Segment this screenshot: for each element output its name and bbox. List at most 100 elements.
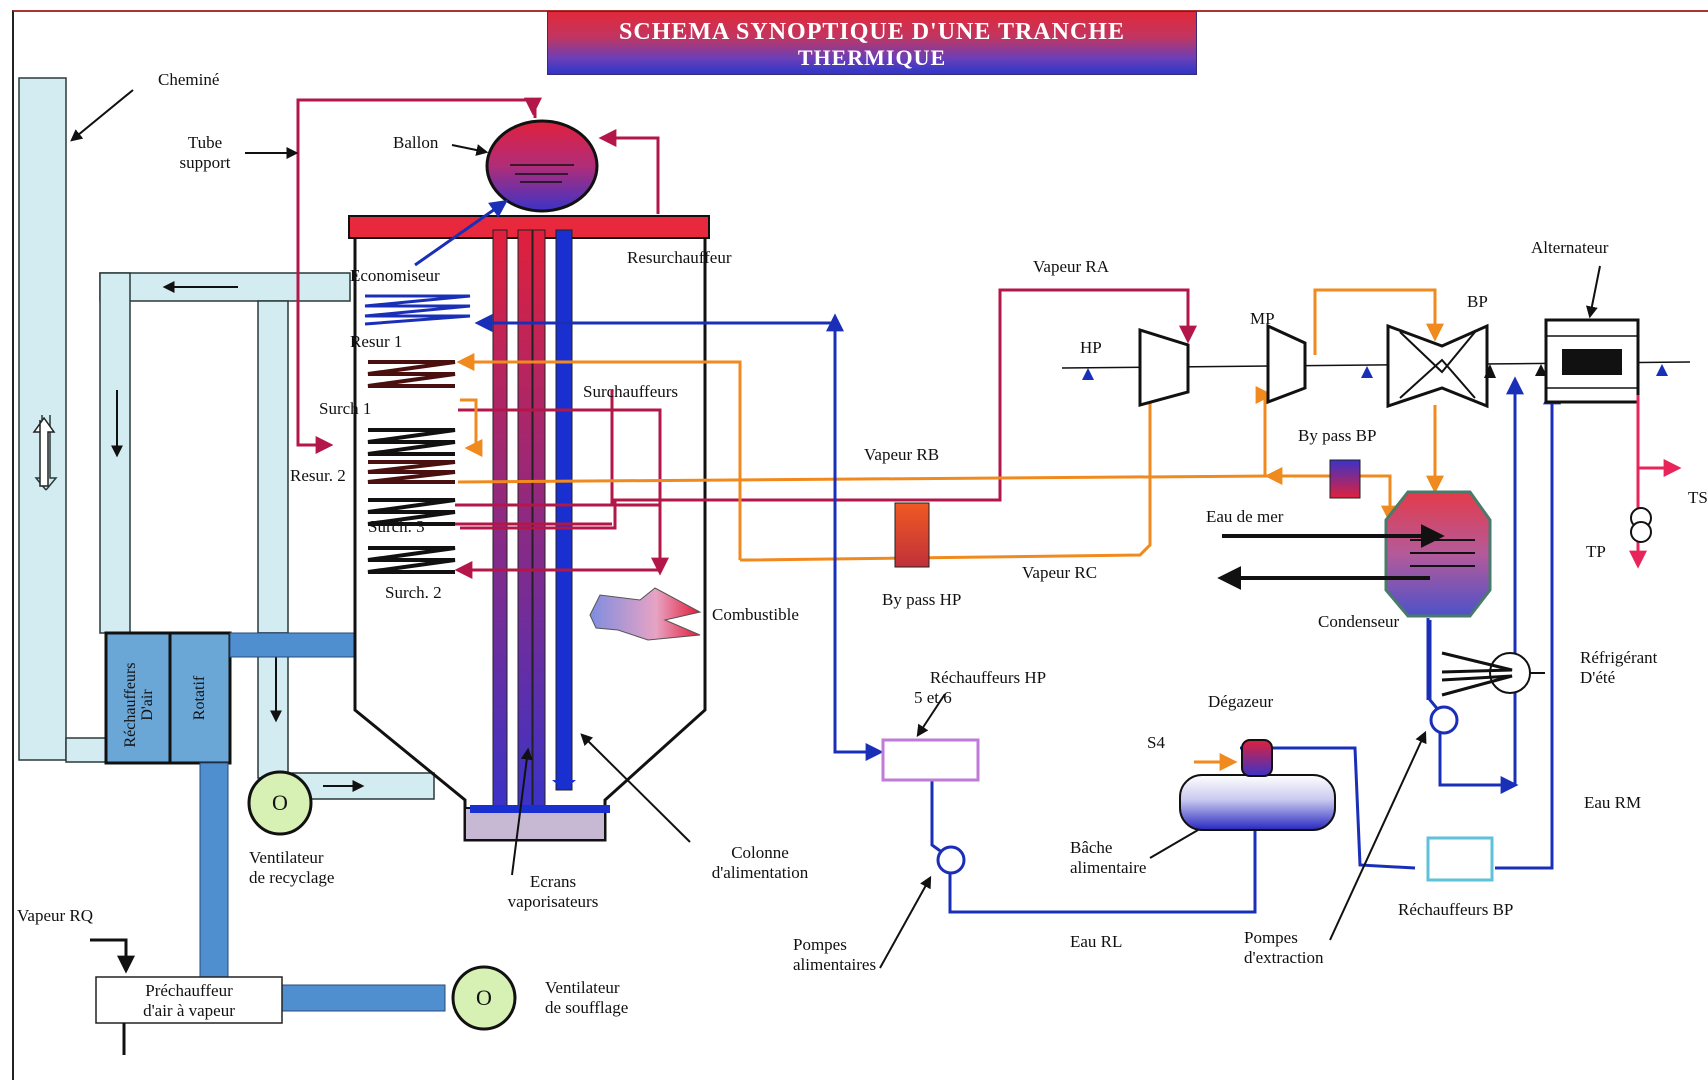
label-bache-alimentaire: Bâche alimentaire bbox=[1070, 838, 1146, 878]
label-colonne-line-1: Colonne bbox=[731, 843, 789, 862]
label-tube-support-line-2: support bbox=[179, 153, 231, 172]
label-vent-recyclage-line-1: Ventilateur bbox=[249, 848, 324, 867]
label-pompes-extraction: Pompes d'extraction bbox=[1244, 928, 1324, 968]
condenseur bbox=[1384, 490, 1492, 618]
label-condenseur: Condenseur bbox=[1318, 612, 1400, 631]
label-tube-support: Tube support bbox=[170, 133, 240, 173]
rechauffeurs-hp-box bbox=[881, 738, 980, 782]
title-line-1: SCHEMA SYNOPTIQUE D'UNE TRANCHE bbox=[619, 19, 1125, 45]
label-surch-1: Surch 1 bbox=[319, 399, 372, 418]
label-tp: TP bbox=[1586, 542, 1606, 561]
label-eau-de-mer: Eau de mer bbox=[1206, 507, 1284, 526]
label-by-pass-bp: By pass BP bbox=[1298, 426, 1377, 445]
title-banner bbox=[548, 12, 1196, 74]
label-s4: S4 bbox=[1147, 733, 1165, 752]
coil-resur-1 bbox=[367, 360, 456, 388]
label-colonne-line-2: d'alimentation bbox=[711, 863, 809, 882]
label-surchauffeurs: Surchauffeurs bbox=[583, 382, 679, 401]
label-eau-rm: Eau RM bbox=[1584, 793, 1642, 812]
page-frame bbox=[12, 10, 1708, 1080]
steam-loops-magenta bbox=[296, 97, 1197, 579]
coil-resur-2 bbox=[367, 460, 456, 484]
label-pompes-ext-line-2: d'extraction bbox=[1244, 948, 1324, 967]
label-rotatif: Rotatif bbox=[191, 675, 208, 721]
title-line-2: THERMIQUE bbox=[797, 45, 947, 70]
pump-alimentaire bbox=[936, 845, 966, 875]
label-resurchauffeur: Resurchauffeur bbox=[627, 248, 732, 267]
chimney-arrow bbox=[32, 416, 56, 487]
label-ventilateur-recyclage: Ventilateur de recyclage bbox=[249, 848, 334, 888]
label-prechauffeur-line-2: d'air à vapeur bbox=[143, 1001, 235, 1020]
label-refrigerant-ete: Réfrigérant D'été bbox=[1580, 648, 1657, 688]
label-rechauffeurs-hp-line-2: 5 et 6 bbox=[914, 688, 952, 707]
label-hp-turbine: HP bbox=[1080, 338, 1102, 357]
label-eau-rl: Eau RL bbox=[1070, 932, 1123, 951]
fan-blowing bbox=[451, 965, 517, 1031]
label-alternateur: Alternateur bbox=[1531, 238, 1609, 257]
label-ballon: Ballon bbox=[393, 133, 439, 152]
combustible-burner bbox=[589, 587, 702, 641]
bache-alimentaire bbox=[1179, 774, 1336, 831]
coil-surch-2 bbox=[367, 546, 456, 574]
label-refrigerant-line-2: D'été bbox=[1580, 668, 1616, 687]
label-combustible: Combustible bbox=[712, 605, 799, 624]
ballon-drum bbox=[485, 119, 599, 213]
rechauffeurs-bp-box bbox=[1426, 836, 1494, 882]
label-vapeur-ra: Vapeur RA bbox=[1033, 257, 1110, 276]
transformer-tp bbox=[1630, 507, 1652, 543]
label-by-pass-hp: By pass HP bbox=[882, 590, 962, 609]
steam-loops-orange bbox=[456, 288, 1444, 562]
label-vapeur-rq: Vapeur RQ bbox=[17, 906, 94, 925]
label-rechauffeurs-hp: Réchauffeurs HP 5 et 6 bbox=[908, 668, 1068, 708]
alternator bbox=[1544, 318, 1640, 404]
label-surch-2: Surch. 2 bbox=[385, 583, 442, 602]
label-pompes-alim-line-2: alimentaires bbox=[793, 955, 877, 974]
label-ecrans-line-1: Ecrans bbox=[529, 872, 577, 891]
label-ecrans-line-2: vaporisateurs bbox=[507, 892, 599, 911]
label-ts: TS bbox=[1688, 488, 1708, 507]
fan-recycling-symbol: O bbox=[272, 790, 288, 815]
label-vapeur-rc: Vapeur RC bbox=[1022, 563, 1098, 582]
label-economiseur: Economiseur bbox=[350, 266, 440, 285]
label-vent-recyclage-line-2: de recyclage bbox=[249, 868, 335, 887]
label-prechauffeur-line-1: Préchauffeur bbox=[145, 981, 233, 1000]
label-rechauffeurs-hp-line-1: Réchauffeurs HP bbox=[929, 668, 1047, 687]
label-degazeur: Dégazeur bbox=[1208, 692, 1274, 711]
flue-gas-duct bbox=[65, 272, 435, 800]
coil-surch-3 bbox=[367, 498, 456, 526]
label-rechauffeurs-air-line-2: D'air bbox=[139, 689, 156, 721]
pointer-lines bbox=[70, 89, 1427, 969]
by-pass-hp-box bbox=[894, 502, 930, 568]
label-resur-2: Resur. 2 bbox=[290, 466, 346, 485]
degazeur bbox=[1241, 739, 1273, 777]
label-rechauffeurs-bp: Réchauffeurs BP bbox=[1398, 900, 1514, 919]
refrigerant-ete bbox=[1441, 651, 1545, 697]
coil-economiseur bbox=[364, 294, 471, 326]
alternator-pointer bbox=[1585, 265, 1601, 319]
prechauffeur-box bbox=[95, 976, 283, 1055]
label-ecrans-vaporisateurs: Ecrans vaporisateurs bbox=[488, 872, 618, 912]
label-resur-1: Resur 1 bbox=[350, 332, 403, 351]
label-bache-line-1: Bâche bbox=[1070, 838, 1113, 857]
economiser-riser bbox=[414, 199, 508, 267]
label-vent-soufflage-line-1: Ventilateur bbox=[545, 978, 620, 997]
label-colonne-alimentation: Colonne d'alimentation bbox=[690, 843, 830, 883]
boiler-casing bbox=[348, 215, 710, 842]
fan-blowing-symbol: O bbox=[476, 985, 492, 1010]
label-refrigerant-line-1: Réfrigérant bbox=[1580, 648, 1658, 667]
label-rechauffeurs-air-line-1: Réchauffeurs bbox=[122, 662, 139, 748]
vapeur-rq-arrow bbox=[90, 938, 135, 974]
label-bache-line-2: alimentaire bbox=[1070, 858, 1147, 877]
label-mp-turbine: MP bbox=[1250, 309, 1275, 328]
label-pompes-alimentaires: Pompes alimentaires bbox=[793, 935, 876, 975]
label-bp-turbine: BP bbox=[1467, 292, 1488, 311]
shaft-bearings bbox=[1082, 364, 1668, 380]
label-vapeur-rb: Vapeur RB bbox=[864, 445, 940, 464]
turbines bbox=[1061, 323, 1691, 409]
label-pompes-ext-line-1: Pompes bbox=[1244, 928, 1298, 947]
fan-recycling bbox=[247, 770, 313, 836]
page-title: SCHEMA SYNOPTIQUE D'UNE TRANCHE THERMIQU… bbox=[548, 18, 1196, 70]
pump-extraction bbox=[1429, 705, 1459, 735]
